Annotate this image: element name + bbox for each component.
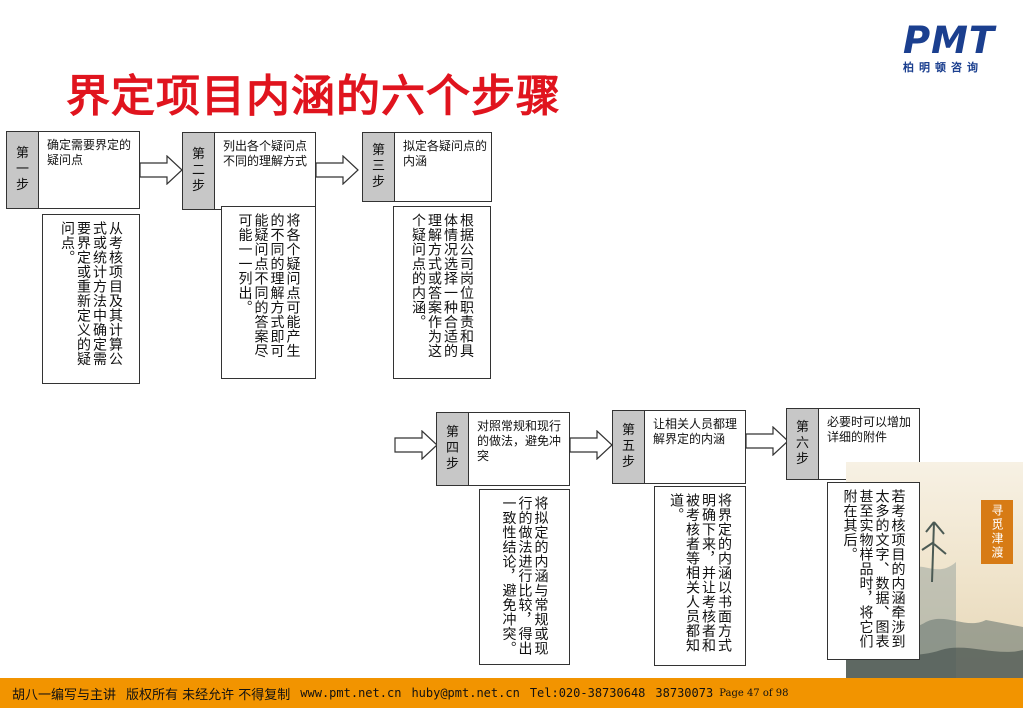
step-4-detail: 将拟定的内涵与常规或现行的做法进行比较，得出一致性结论，避免冲突。 xyxy=(479,489,570,665)
step-5-detail: 将界定的内涵以书面方式明确下来，并让考核者和被考核者等相关人员都知道。 xyxy=(654,486,746,666)
arrow-icon xyxy=(139,155,183,185)
page-title: 界定项目内涵的六个步骤 xyxy=(66,71,561,122)
step-2-text: 列出各个疑问点不同的理解方式 xyxy=(223,139,308,168)
footer-phone-2: 38730073 xyxy=(655,686,714,700)
step-6-text: 必要时可以增加详细的附件 xyxy=(827,415,912,444)
step-5-tag: 第五步 xyxy=(613,411,645,483)
step-2-tag: 第二步 xyxy=(183,133,215,209)
step-1-detail: 从考核项目及其计算公式或统计方法中确定需要界定或重新定义的疑问点。 xyxy=(42,214,140,384)
logo-mark: PMT xyxy=(903,19,996,62)
step-5-box: 第五步 让相关人员都理解界定的内涵 xyxy=(612,410,746,484)
step-3-tag: 第三步 xyxy=(363,133,395,201)
logo-subtitle: 柏明顿咨询 xyxy=(903,61,983,74)
step-2-detail: 将各个疑问点可能产生的不同的理解方式即可能疑问点不同的答案尽可能一一列出。 xyxy=(221,206,316,379)
footer-rights: 版权所有 未经允许 不得复制 xyxy=(126,687,291,703)
step-3-detail-text: 根据公司岗位职责和具体情况选择一种合适的理解方式或答案作为这个疑问点的内涵。 xyxy=(410,213,474,358)
step-5-detail-text: 将界定的内涵以书面方式明确下来，并让考核者和被考核者等相关人员都知道。 xyxy=(668,493,732,653)
company-logo: PMT 柏明顿咨询 xyxy=(903,19,1011,75)
footer-page: Page 47 of 98 xyxy=(719,687,789,699)
step-4-detail-text: 将拟定的内涵与常规或现行的做法进行比较，得出一致性结论，避免冲突。 xyxy=(500,496,549,656)
step-1-tag: 第一步 xyxy=(7,132,39,208)
step-6-detail-text: 若考核项目的内涵牵涉到太多的文字、数据、图表甚至实物样品时，将它们附在其后。 xyxy=(841,489,906,649)
step-2-box: 第二步 列出各个疑问点不同的理解方式 xyxy=(182,132,316,210)
step-1-box: 第一步 确定需要界定的疑问点 xyxy=(6,131,140,209)
arrow-icon xyxy=(394,430,438,460)
step-4-tag: 第四步 xyxy=(437,413,469,485)
step-2-detail-text: 将各个疑问点可能产生的不同的理解方式即可能疑问点不同的答案尽可能一一列出。 xyxy=(236,213,301,358)
arrow-icon xyxy=(569,430,613,460)
footer-author: 胡八一编写与主讲 xyxy=(12,687,117,703)
step-3-box: 第三步 拟定各疑问点的内涵 xyxy=(362,132,492,202)
footer-email[interactable]: huby@pmt.net.cn xyxy=(411,686,520,700)
step-1-text: 确定需要界定的疑问点 xyxy=(47,138,132,167)
step-3-detail: 根据公司岗位职责和具体情况选择一种合适的理解方式或答案作为这个疑问点的内涵。 xyxy=(393,206,491,379)
step-4-box: 第四步 对照常规和现行的做法，避免冲突 xyxy=(436,412,570,486)
footer-bar: 胡八一编写与主讲 版权所有 未经允许 不得复制 www.pmt.net.cn h… xyxy=(0,678,1023,708)
footer-website[interactable]: www.pmt.net.cn xyxy=(300,686,402,700)
scene-badge: 寻觅津渡 xyxy=(981,500,1013,564)
step-5-text: 让相关人员都理解界定的内涵 xyxy=(653,417,738,446)
arrow-icon xyxy=(315,155,359,185)
step-1-detail-text: 从考核项目及其计算公式或统计方法中确定需要界定或重新定义的疑问点。 xyxy=(59,221,123,366)
step-4-text: 对照常规和现行的做法，避免冲突 xyxy=(477,419,562,463)
step-6-tag: 第六步 xyxy=(787,409,819,479)
step-6-detail: 若考核项目的内涵牵涉到太多的文字、数据、图表甚至实物样品时，将它们附在其后。 xyxy=(827,482,920,660)
arrow-icon xyxy=(745,426,789,456)
footer-phone: Tel:020-38730648 xyxy=(529,686,646,700)
step-3-text: 拟定各疑问点的内涵 xyxy=(403,139,488,168)
